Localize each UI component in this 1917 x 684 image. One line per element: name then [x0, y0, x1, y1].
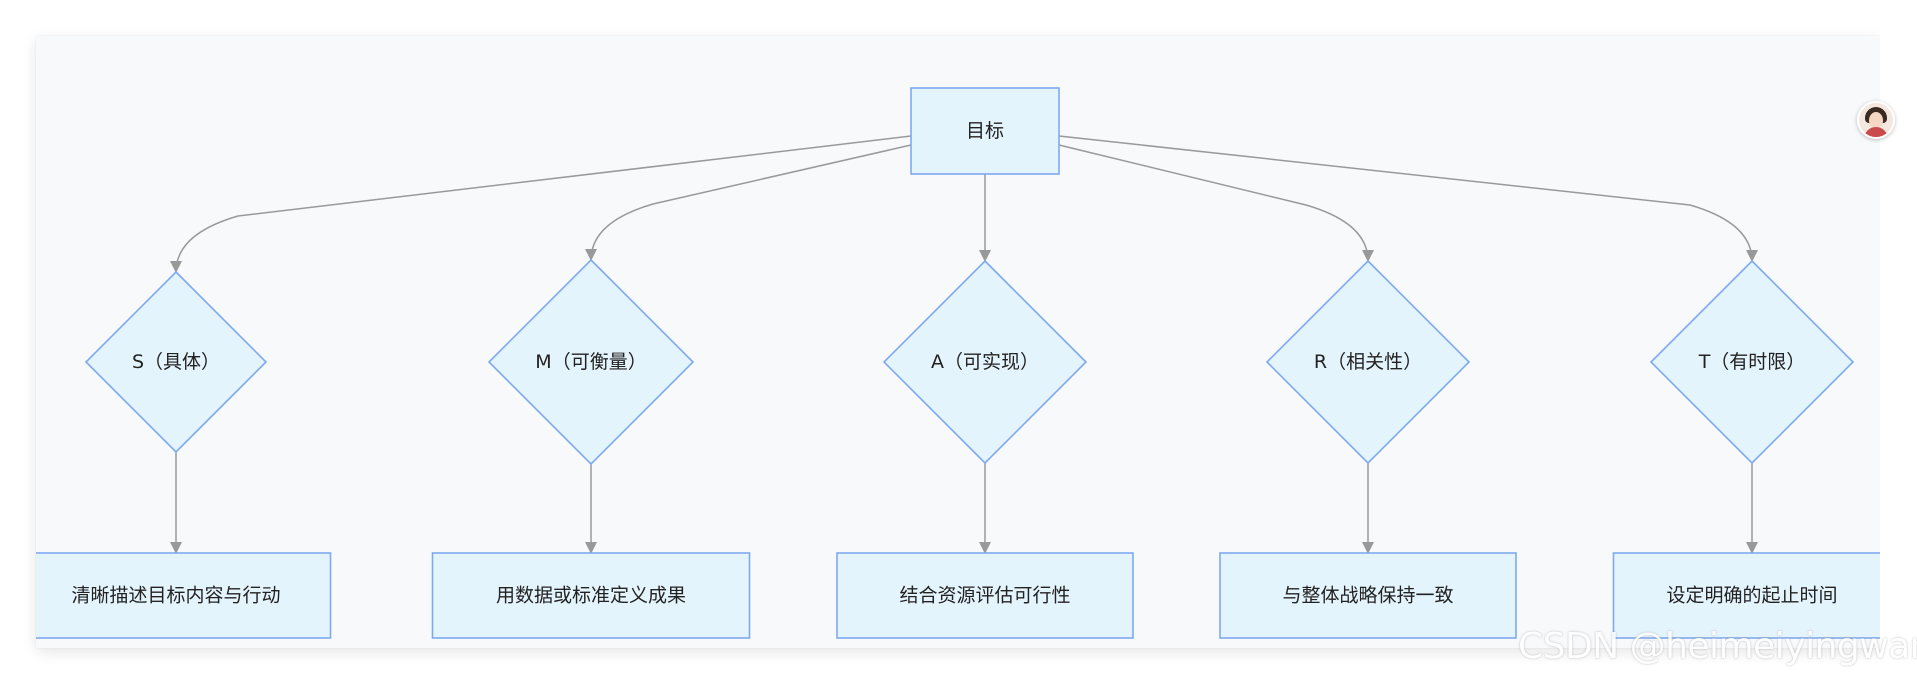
description-r-box [1219, 552, 1517, 639]
criterion-a-node: A（可实现） [882, 259, 1088, 465]
description-s-box [36, 552, 332, 639]
description-m-label: 用数据或标准定义成果 [496, 585, 686, 607]
edge-goal-to-t [1058, 135, 1758, 262]
description-s-label: 清晰描述目标内容与行动 [71, 585, 280, 607]
criterion-s-node: S（具体） [84, 270, 268, 454]
goal-node: 目标 [910, 87, 1060, 175]
description-m-node: 用数据或标准定义成果 [431, 552, 751, 639]
criterion-a-diamond [882, 259, 1088, 465]
criterion-t-label: T（有时限） [1698, 351, 1806, 373]
description-r-node: 与整体战略保持一致 [1219, 552, 1517, 639]
edge-goal-to-m [585, 144, 912, 261]
user-avatar-icon[interactable] [1857, 101, 1895, 139]
description-t-node: 设定明确的起止时间 [1612, 552, 1880, 639]
description-t-label: 设定明确的起止时间 [1666, 585, 1837, 607]
criterion-s-label: S（具体） [132, 351, 220, 373]
criterion-s-diamond [84, 270, 268, 454]
criterion-t-node: T（有时限） [1649, 259, 1855, 465]
edge-goal-to-r [1058, 144, 1374, 262]
criterion-m-node: M（可衡量） [487, 258, 695, 466]
criterion-a-label: A（可实现） [931, 351, 1039, 373]
criterion-m-label: M（可衡量） [535, 351, 646, 373]
description-a-label: 结合资源评估可行性 [899, 585, 1070, 607]
description-s-node: 清晰描述目标内容与行动 [36, 552, 332, 639]
edge-goal-to-s [170, 135, 912, 273]
watermark-text: CSDN @heimeiyingwang [1518, 626, 1917, 667]
description-a-node: 结合资源评估可行性 [836, 552, 1134, 639]
goal-node-box [910, 87, 1060, 175]
criterion-r-node: R（相关性） [1265, 259, 1471, 465]
description-m-box [431, 552, 751, 639]
criterion-r-diamond [1265, 259, 1471, 465]
description-r-label: 与整体战略保持一致 [1282, 585, 1453, 607]
description-t-box [1612, 552, 1880, 639]
description-a-box [836, 552, 1134, 639]
criterion-r-label: R（相关性） [1314, 351, 1422, 373]
criterion-t-diamond [1649, 259, 1855, 465]
criterion-m-diamond [487, 258, 695, 466]
goal-node-label: 目标 [966, 120, 1004, 142]
